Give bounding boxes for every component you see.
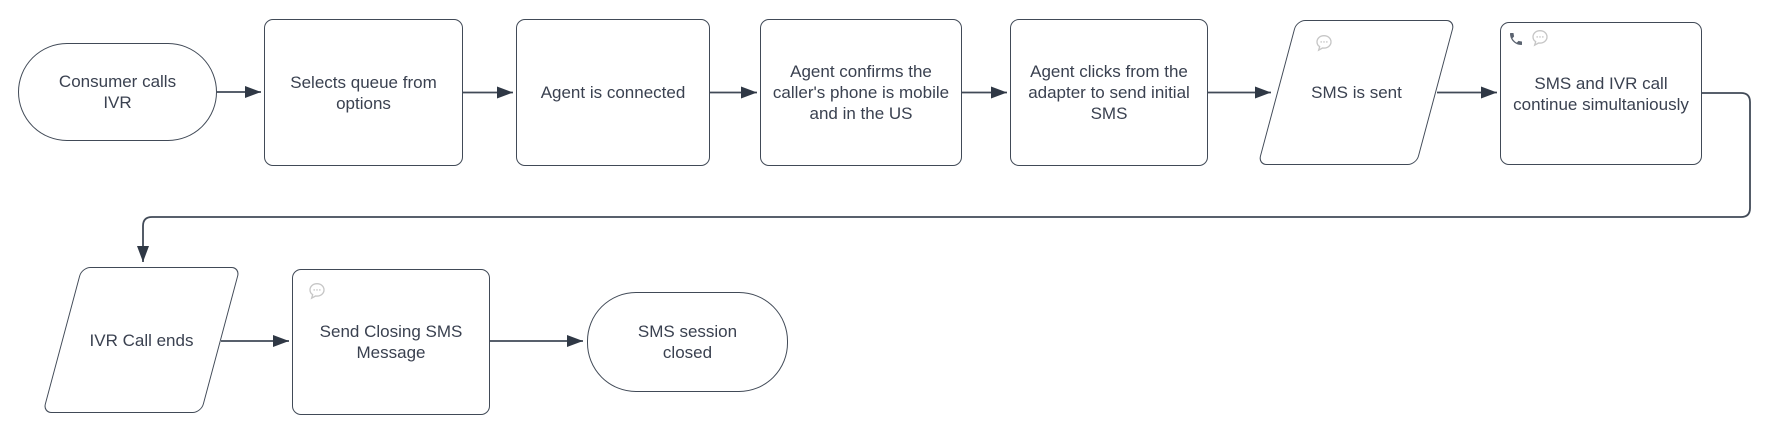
node-label: SMS session closed <box>637 322 738 362</box>
node-label: Agent is connected <box>540 83 686 102</box>
node-label: Send Closing SMS Message <box>319 322 463 362</box>
node-label: Agent confirms the caller's phone is mob… <box>772 62 950 123</box>
flow-node-sms-is-sent[interactable]: SMS is sent <box>1257 20 1456 165</box>
node-label: Consumer calls IVR <box>58 72 177 112</box>
flow-node-agent-sends-initial-sms[interactable]: Agent clicks from the adapter to send in… <box>1010 19 1208 166</box>
phone-icon <box>1510 33 1522 45</box>
flow-node-agent-confirms-mobile[interactable]: Agent confirms the caller's phone is mob… <box>760 19 962 166</box>
flow-node-sms-session-closed[interactable]: SMS session closed <box>587 292 788 392</box>
node-label: SMS is sent <box>1311 83 1402 102</box>
flow-node-consumer-calls-ivr[interactable]: Consumer calls IVR <box>18 43 217 141</box>
message-bubble-icon <box>1532 29 1548 47</box>
message-bubble-icon <box>1316 34 1332 52</box>
connector-continue-to-callends <box>137 92 1751 262</box>
node-label: SMS and IVR call continue simultaniously <box>1513 73 1689 114</box>
message-bubble-icon <box>309 282 325 300</box>
flow-node-sms-ivr-simultaneous[interactable]: SMS and IVR call continue simultaniously <box>1500 22 1702 165</box>
flow-node-selects-queue[interactable]: Selects queue from options <box>264 19 463 166</box>
flow-node-ivr-call-ends[interactable]: IVR Call ends <box>42 267 241 413</box>
node-label: IVR Call ends <box>89 330 194 350</box>
flow-node-send-closing-sms[interactable]: Send Closing SMS Message <box>292 269 490 415</box>
node-label: Selects queue from options <box>290 72 437 113</box>
flow-node-agent-connected[interactable]: Agent is connected <box>516 19 710 166</box>
node-label: Agent clicks from the adapter to send in… <box>1028 62 1190 123</box>
